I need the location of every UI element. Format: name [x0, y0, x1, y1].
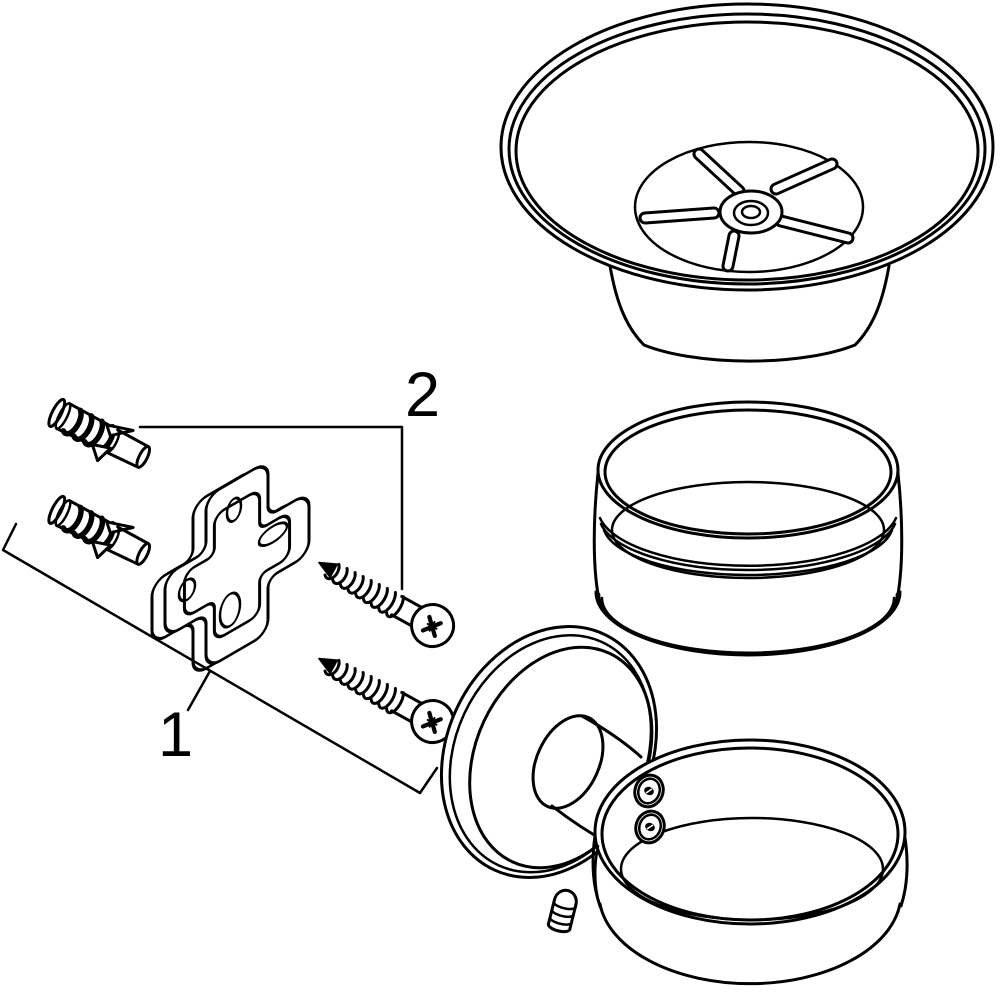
plate-hole-bottom	[218, 591, 242, 629]
part-label-2: 2	[405, 360, 440, 430]
wall-plug-2	[47, 494, 152, 566]
callout-1: 1	[1, 522, 439, 795]
plate-hole-left	[177, 577, 197, 603]
set-screw	[546, 888, 578, 934]
holder-ring	[591, 738, 909, 986]
plate-hole-top	[225, 496, 243, 523]
screw-tip	[318, 561, 339, 579]
cross-mounting-plate	[150, 465, 311, 672]
screw-threads	[323, 562, 405, 619]
dish-spokes	[638, 147, 855, 273]
screw-tip	[318, 657, 339, 675]
socket-boss-1	[633, 773, 665, 809]
leader-line-2	[138, 425, 404, 591]
screw-threads	[323, 658, 405, 715]
stem-top-edge	[580, 714, 643, 759]
screw-2	[318, 657, 456, 745]
stem-base	[531, 714, 605, 810]
dish-hub	[718, 189, 784, 235]
callout-2: 2	[138, 360, 440, 591]
leader-line-1	[1, 522, 439, 795]
part-label-1: 1	[158, 700, 193, 770]
dish-floor	[633, 140, 865, 274]
wall-plug-1	[47, 397, 152, 469]
plug-wing	[90, 442, 113, 463]
dish-pedestal	[608, 264, 891, 363]
retaining-ring	[592, 400, 904, 657]
plate-slot-right	[257, 521, 289, 548]
socket-boss-2	[634, 809, 666, 845]
screw-1	[318, 561, 456, 649]
soap-dish	[499, 2, 995, 363]
plug-wing	[90, 539, 113, 560]
